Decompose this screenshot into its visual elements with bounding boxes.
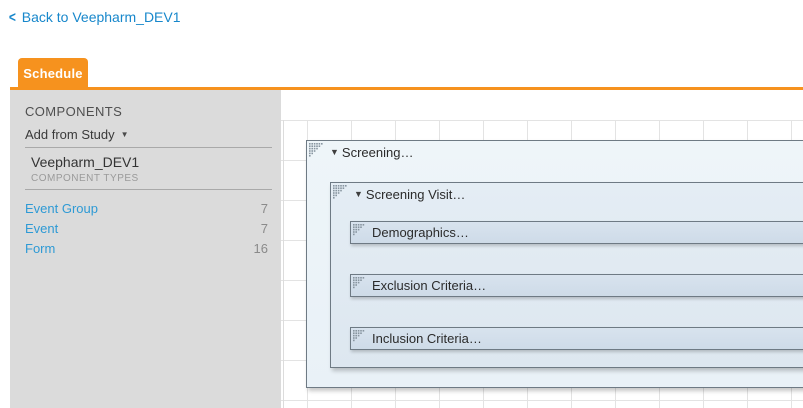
list-item-event: Event 7 (25, 218, 268, 238)
study-name: Veepharm_DEV1 (31, 154, 140, 170)
form-header: Demographics… (351, 222, 803, 240)
form-header: Exclusion Criteria… (351, 275, 803, 293)
back-chevron-icon: < (8, 8, 16, 26)
back-link[interactable]: < Back to Veepharm_DEV1 (8, 9, 181, 25)
sidebar-divider (25, 189, 272, 190)
list-item-event-group: Event Group 7 (25, 198, 268, 218)
components-sidebar: COMPONENTS Add from Study ▼ Veepharm_DEV… (10, 90, 281, 408)
schedule-canvas: ▼ Screening… ▼ Screenin (281, 90, 803, 408)
sidebar-divider (25, 147, 272, 148)
event-count: 7 (260, 220, 268, 236)
canvas-edge-line (283, 120, 284, 408)
event-header: ▼ Screening Visit… (331, 183, 803, 202)
event-group-header: ▼ Screening… (307, 141, 803, 160)
form-node-demographics[interactable]: Demographics… (350, 221, 803, 244)
form-link[interactable]: Form (25, 240, 56, 256)
event-label: Screening Visit… (365, 187, 466, 202)
drag-handle-icon[interactable] (333, 185, 347, 199)
event-group-count: 7 (260, 200, 268, 216)
event-group-link[interactable]: Event Group (25, 200, 98, 216)
drag-handle-icon[interactable] (353, 224, 367, 238)
add-from-study-button[interactable]: Add from Study ▼ (25, 127, 129, 142)
dropdown-caret-icon: ▼ (120, 129, 129, 139)
form-label: Demographics… (372, 225, 469, 240)
tab-schedule[interactable]: Schedule (18, 58, 88, 88)
component-types-list: Event Group 7 Event 7 Form 16 (25, 198, 268, 258)
tab-schedule-label: Schedule (23, 65, 83, 81)
form-node-inclusion-criteria[interactable]: Inclusion Criteria… (350, 327, 803, 350)
collapse-caret-icon[interactable]: ▼ (330, 147, 339, 157)
form-count: 16 (253, 240, 268, 256)
component-types-label: COMPONENT TYPES (31, 173, 139, 184)
form-node-exclusion-criteria[interactable]: Exclusion Criteria… (350, 274, 803, 297)
event-group-node-screening[interactable]: ▼ Screening… ▼ Screenin (306, 140, 803, 388)
form-header: Inclusion Criteria… (351, 328, 803, 346)
drag-handle-icon[interactable] (353, 330, 367, 344)
event-group-label: Screening… (341, 145, 414, 160)
components-title: COMPONENTS (25, 104, 123, 119)
collapse-caret-icon[interactable]: ▼ (354, 189, 363, 199)
form-label: Inclusion Criteria… (372, 331, 482, 346)
add-from-study-label: Add from Study (25, 127, 115, 142)
drag-handle-icon[interactable] (309, 143, 323, 157)
drag-handle-icon[interactable] (353, 277, 367, 291)
form-label: Exclusion Criteria… (372, 278, 487, 293)
event-link[interactable]: Event (25, 220, 59, 236)
back-link-label: Back to Veepharm_DEV1 (21, 9, 181, 25)
tab-bar-rule (10, 87, 803, 90)
event-node-screening-visit[interactable]: ▼ Screening Visit… (330, 182, 803, 368)
list-item-form: Form 16 (25, 238, 268, 258)
